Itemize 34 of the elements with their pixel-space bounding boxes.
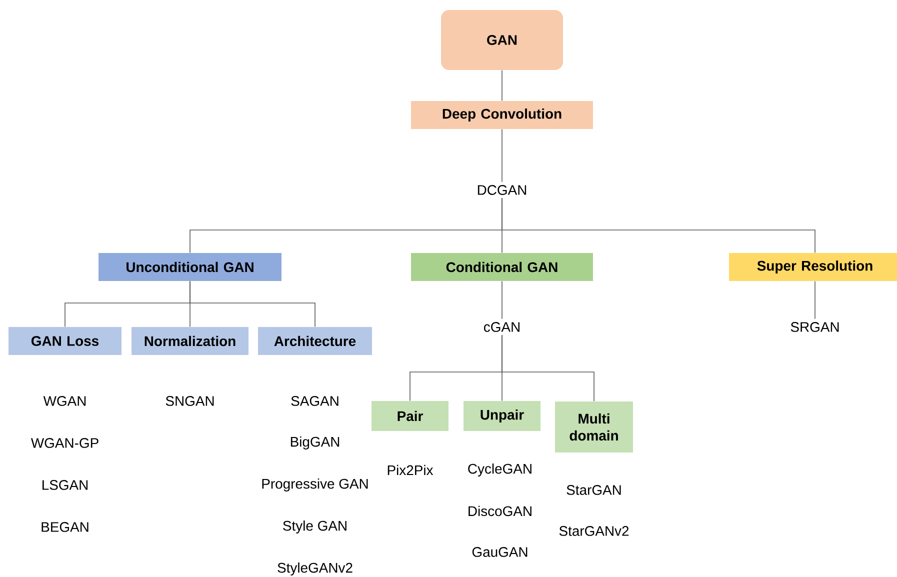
model-name: BEGAN: [42, 522, 88, 532]
model-name: StarGAN: [566, 485, 621, 495]
model-name: Progressive GAN: [262, 478, 368, 492]
model-name: Pix2Pix: [388, 464, 434, 476]
model-name: WGAN: [43, 396, 86, 406]
rounded-box: GAN: [441, 10, 563, 70]
model-name: SAGAN: [291, 396, 338, 406]
connector-line: [814, 280, 816, 320]
model-name: CycleGAN: [468, 464, 532, 476]
category-box: Super Resolution: [729, 253, 897, 281]
category-box: Multi domain: [555, 402, 633, 452]
model-name: WGAN-GP: [30, 438, 98, 448]
model-name: GauGAN: [472, 547, 528, 557]
model-name: StyleGANv2: [278, 562, 352, 576]
model-name: BigGAN: [290, 436, 340, 450]
category-box: Conditional GAN: [411, 253, 593, 281]
model-name: SRGAN: [790, 322, 839, 332]
model-name: LSGAN: [42, 480, 88, 490]
category-box: Deep Convolution: [411, 101, 593, 129]
model-name: Style GAN: [283, 520, 346, 534]
category-box: Unpair: [464, 401, 540, 431]
category-box: Unconditional GAN: [98, 253, 282, 281]
model-name: DiscoGAN: [468, 506, 532, 516]
category-box: GAN Loss: [8, 327, 122, 355]
category-box: Pair: [372, 401, 448, 431]
category-box: Normalization: [132, 327, 248, 355]
category-box: Architecture: [258, 327, 372, 355]
model-name: cGAN: [484, 322, 520, 332]
model-name: DCGAN: [478, 185, 526, 195]
model-name: StarGANv2: [559, 526, 629, 536]
connector-line: [190, 280, 316, 328]
connector-line: [502, 198, 816, 254]
model-name: SNGAN: [166, 396, 214, 406]
connector-line: [502, 334, 594, 402]
